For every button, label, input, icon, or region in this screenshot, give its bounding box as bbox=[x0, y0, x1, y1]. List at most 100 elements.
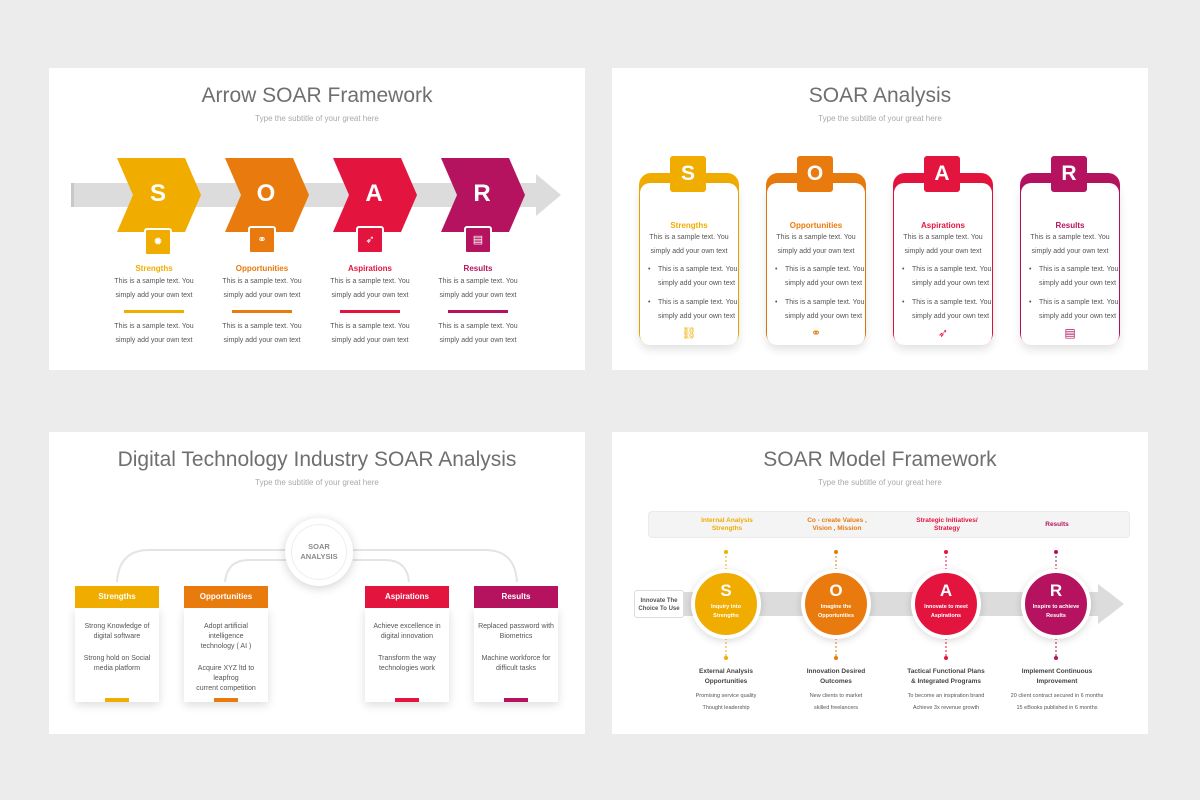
text: & Integrated Programs bbox=[910, 678, 982, 685]
text: Adopt artificial intelligence bbox=[204, 623, 248, 640]
letter-o: O bbox=[797, 156, 833, 192]
letter: O bbox=[829, 581, 843, 600]
text: Innovate The bbox=[640, 598, 678, 604]
center-label: SOAR ANALYSIS bbox=[285, 542, 353, 562]
column-results: Results This is a sample text. You simpl… bbox=[428, 264, 528, 348]
text: Innovation Desired bbox=[806, 668, 866, 675]
circle-r: R Inspire to achieve Results bbox=[1021, 569, 1091, 639]
text: This is a sample text. You bbox=[438, 278, 518, 285]
slide-soar-analysis: SOAR Analysis Type the subtitle of your … bbox=[612, 68, 1148, 370]
text: Opportunities bbox=[817, 613, 855, 619]
divider bbox=[448, 310, 508, 313]
circle-caption: Innovate to meet Aspirations bbox=[915, 603, 977, 621]
text-block: This is a sample text. You simply add yo… bbox=[767, 231, 865, 259]
text: Strategic Initiatives/ bbox=[916, 517, 978, 524]
card-footer-accent bbox=[105, 698, 129, 702]
card-strengths: Strengths This is a sample text. You sim… bbox=[640, 183, 738, 345]
slide-subtitle: Type the subtitle of your great here bbox=[255, 478, 379, 487]
text: This is a sample text. You bbox=[1030, 234, 1110, 241]
circle-a: A Innovate to meet Aspirations bbox=[911, 569, 981, 639]
text: This is a sample text. You bbox=[1039, 299, 1119, 306]
text-block: This is a sample text. You simply add yo… bbox=[640, 231, 738, 259]
text: Outcomes bbox=[820, 678, 852, 685]
text: simply add your own text bbox=[1031, 248, 1109, 255]
text: Machine workforce for bbox=[481, 655, 551, 662]
bullet-item: This is a sample text. You simply add yo… bbox=[1029, 263, 1119, 291]
slide-title: SOAR Model Framework bbox=[763, 448, 997, 471]
divider bbox=[340, 310, 400, 313]
detail-body: To become an inspiration brand Achieve 3… bbox=[891, 690, 1001, 714]
bullet-item: This is a sample text. You simply add yo… bbox=[1029, 296, 1119, 324]
text: simply add your own text bbox=[115, 337, 193, 344]
text: Results bbox=[1046, 613, 1066, 619]
text: To become an inspiration brand bbox=[907, 693, 985, 699]
band-label-r: Results bbox=[1045, 521, 1069, 528]
text: This is a sample text. You bbox=[785, 299, 865, 306]
text: simply add your own text bbox=[785, 313, 863, 320]
bullet-item: This is a sample text. You simply add yo… bbox=[648, 263, 738, 291]
text: This is a sample text. You bbox=[114, 278, 194, 285]
slide-title: Digital Technology Industry SOAR Analysi… bbox=[117, 448, 517, 471]
handshake-icon: ⚭ bbox=[248, 226, 276, 254]
text: Strengths bbox=[713, 613, 739, 619]
bullet-item: This is a sample text. You simply add yo… bbox=[902, 263, 992, 291]
detail-heading: Tactical Functional Plans & Integrated P… bbox=[891, 667, 1001, 687]
text: simply add your own text bbox=[1039, 313, 1117, 320]
slide-title: SOAR Analysis bbox=[808, 84, 952, 107]
slide-arrow-soar-framework: Arrow SOAR Framework Type the subtitle o… bbox=[49, 68, 585, 370]
detail-o: Innovation Desired Outcomes New clients … bbox=[786, 667, 886, 714]
text: ANALYSIS bbox=[300, 552, 338, 561]
lightbulb-icon: ✹ bbox=[144, 228, 172, 256]
text: technologies work bbox=[378, 665, 436, 672]
card-header: Strengths bbox=[75, 586, 159, 608]
text: difficult tasks bbox=[496, 665, 536, 672]
detail-heading: External Analysis Opportunities bbox=[676, 667, 776, 687]
text: Implement Continuous bbox=[1021, 668, 1093, 675]
circle-caption: Imagine the Opportunities bbox=[805, 603, 867, 621]
bullet-item: This is a sample text. You simply add yo… bbox=[648, 296, 738, 324]
text: New clients to market bbox=[809, 693, 863, 699]
label: Strengths bbox=[135, 264, 173, 273]
start-box: Innovate The Choice To Use bbox=[634, 590, 684, 618]
card-results: Replaced password with Biometrics Machin… bbox=[474, 608, 558, 702]
text: Strong hold on Social bbox=[83, 655, 151, 662]
column-opportunities: Opportunities This is a sample text. You… bbox=[212, 264, 312, 348]
letter-a: A bbox=[924, 156, 960, 192]
slide-subtitle: Type the subtitle of your great here bbox=[255, 114, 379, 123]
detail-heading: Implement Continuous Improvement bbox=[1001, 667, 1113, 687]
text: current competition bbox=[196, 685, 256, 692]
center-circle: SOAR ANALYSIS bbox=[285, 518, 353, 586]
band-label-a: Strategic Initiatives/ Strategy bbox=[902, 517, 992, 533]
text: Internal Analysis bbox=[701, 517, 753, 524]
text: This is a sample text. You bbox=[903, 234, 983, 241]
text: simply add your own text bbox=[1039, 280, 1117, 287]
detail-body: 20 client contract secured in 6 months 1… bbox=[1001, 690, 1113, 714]
card-opportunities: Opportunities This is a sample text. You… bbox=[767, 183, 865, 345]
bullet-item: This is a sample text. You simply add yo… bbox=[902, 296, 992, 324]
text: simply add your own text bbox=[650, 248, 728, 255]
text-block: This is a sample text. You simply add yo… bbox=[1021, 231, 1119, 259]
text: simply add your own text bbox=[115, 292, 193, 299]
text: Vision , Mission bbox=[812, 525, 862, 532]
label: Strengths bbox=[670, 221, 708, 230]
text: This is a sample text. You bbox=[222, 278, 302, 285]
text: Tactical Functional Plans bbox=[907, 668, 985, 675]
chevron-o bbox=[225, 158, 309, 232]
text: This is a sample text. You bbox=[438, 323, 518, 330]
rocket-icon: ➶ bbox=[937, 326, 949, 340]
bullet-item: This is a sample text. You simply add yo… bbox=[775, 263, 865, 291]
bullet-dot: • bbox=[1029, 266, 1032, 273]
text: Aspirations bbox=[930, 613, 962, 619]
presentation-chart-icon: ▤ bbox=[1064, 326, 1076, 340]
text: simply add your own text bbox=[223, 292, 301, 299]
detail-s: External Analysis Opportunities Promisin… bbox=[676, 667, 776, 714]
bullet-dot: • bbox=[902, 266, 905, 273]
card-footer-accent bbox=[395, 698, 419, 702]
letter: R bbox=[1049, 581, 1063, 600]
card-footer-accent bbox=[504, 698, 528, 702]
text: Inspire to achieve bbox=[1032, 604, 1080, 610]
text: External Analysis bbox=[699, 668, 753, 675]
text: simply add your own text bbox=[439, 337, 517, 344]
label: Results bbox=[463, 264, 493, 273]
bullet-dot: • bbox=[648, 299, 651, 306]
